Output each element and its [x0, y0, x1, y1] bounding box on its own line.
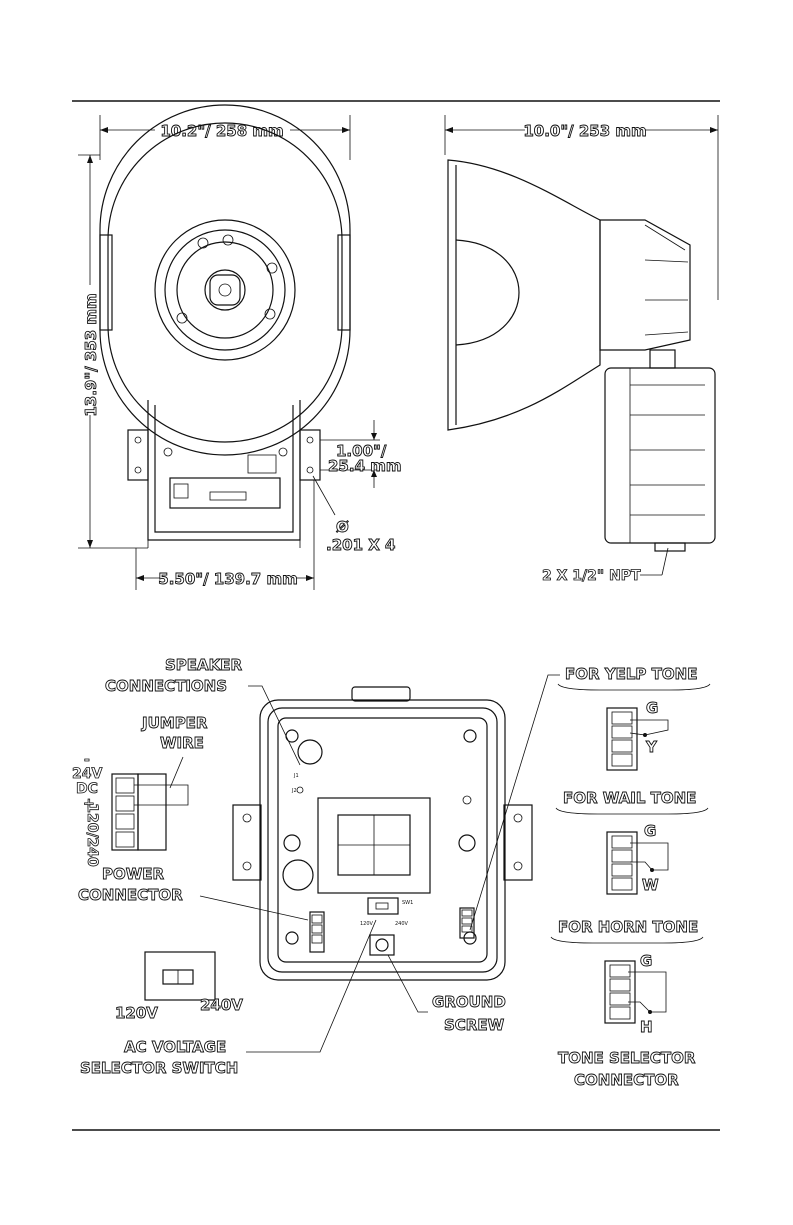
ac-selector-line1: AC VOLTAGE: [124, 1038, 226, 1056]
height-dimension: 13.9"/ 353 mm: [82, 293, 100, 416]
switch-120v: 120V: [115, 1004, 158, 1022]
wail-title: FOR WAIL TONE: [563, 789, 696, 807]
yelp-title: FOR YELP TONE: [565, 665, 697, 683]
board-sw1: SW1: [402, 900, 413, 906]
tone-selector: FOR YELP TONE G Y FOR WAIL TONE G W FOR …: [550, 665, 711, 1089]
speaker-connections-line2: CONNECTIONS: [105, 677, 227, 695]
side-depth-dimension: 10.0"/ 253 mm: [523, 122, 646, 140]
board-120v: 120V: [360, 921, 374, 927]
dc-plus: +: [83, 796, 95, 812]
hole-diameter-symbol: Ø: [336, 518, 349, 536]
top-width-dimension: 10.2"/ 258 mm: [160, 122, 283, 140]
front-view: 10.2"/ 258 mm: [78, 104, 402, 590]
horn-h: H: [640, 1018, 653, 1036]
board-240v: 240V: [395, 921, 409, 927]
ground-screw-line1: GROUND: [432, 993, 506, 1011]
power-connector-line2: CONNECTOR: [78, 886, 183, 904]
dc-label: DC: [76, 781, 98, 797]
speaker-connections-line1: SPEAKER: [165, 656, 243, 674]
bracket-spacing-line1: 1.00"/: [336, 442, 387, 460]
switch-240v: 240V: [200, 996, 243, 1014]
ac-selector-line2: SELECTOR SWITCH: [80, 1059, 238, 1077]
jumper-wire-line1: JUMPER: [141, 714, 208, 732]
board-j2: J2: [291, 788, 297, 794]
conduit-label: 2 X 1/2" NPT: [542, 568, 641, 584]
horn-g: G: [640, 952, 652, 970]
jumper-wire-line2: WIRE: [160, 734, 204, 752]
horn-title: FOR HORN TONE: [558, 918, 698, 936]
dc-minus: -: [84, 752, 90, 768]
wiring-view: J1 J2 SW1 120V 240V SPEAKER CONNECTIONS: [72, 656, 560, 1077]
base-width-dimension: 5.50"/ 139.7 mm: [158, 570, 297, 588]
tone-selector-line2: CONNECTOR: [574, 1071, 679, 1089]
hole-size: .201 X 4: [326, 536, 395, 554]
wail-g: G: [644, 822, 656, 840]
ac-voltage: 120/240: [84, 803, 100, 867]
wail-w: W: [642, 876, 659, 894]
yelp-y: Y: [645, 738, 658, 756]
ground-screw-line2: SCREW: [444, 1016, 505, 1034]
side-view: 10.0"/ 253 mm 2 X 1/2" NPT: [444, 115, 719, 584]
yelp-g: G: [646, 699, 658, 717]
tone-selector-line1: TONE SELECTOR: [558, 1049, 696, 1067]
board-j1: J1: [293, 773, 299, 779]
bracket-spacing-line2: 25.4 mm: [328, 457, 402, 475]
dc-voltage: 24V: [72, 766, 102, 782]
power-connector-line1: POWER: [102, 865, 165, 883]
